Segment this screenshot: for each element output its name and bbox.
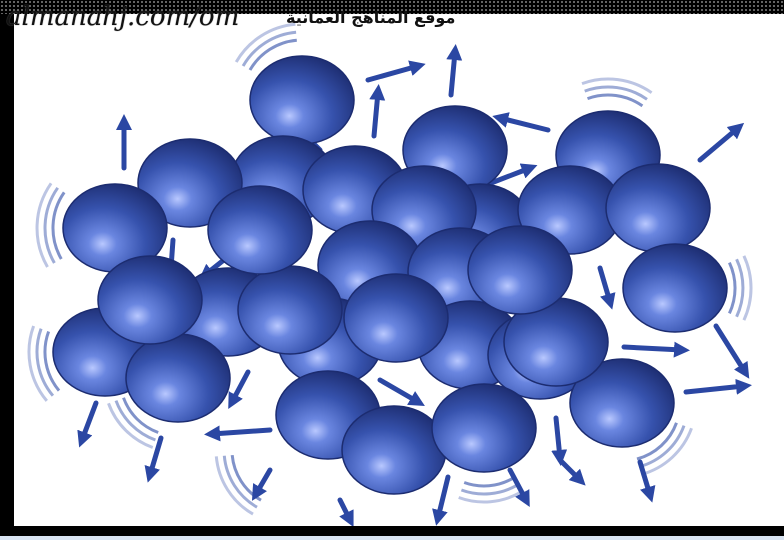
particle [468, 226, 572, 314]
watermark-site: almanahj.com/om [6, 2, 239, 32]
motion-arrow [716, 326, 745, 372]
motion-arrow [150, 438, 161, 475]
motion-arrow [556, 418, 560, 458]
motion-arrow [640, 462, 650, 495]
motion-arrow [500, 118, 548, 130]
vibration-arc [744, 256, 751, 320]
motion-arrow [368, 66, 418, 80]
motion-arrow [686, 386, 744, 392]
watermark-arabic: موقع المناهج العمانية [286, 8, 455, 27]
motion-arrow [340, 500, 350, 520]
particle [344, 274, 448, 362]
particle [98, 256, 202, 344]
motion-arrow [374, 92, 378, 136]
motion-arrow [380, 380, 418, 402]
vibration-arc [737, 259, 743, 316]
motion-arrow [451, 52, 455, 95]
motion-arrow [212, 430, 270, 434]
particle [238, 266, 342, 354]
bottom-stripe [0, 536, 784, 540]
particle [432, 384, 536, 472]
vibration-arc [464, 478, 513, 486]
motion-arrow [438, 477, 448, 518]
particle [250, 56, 354, 144]
motion-arrow [560, 460, 580, 480]
bottom-border [0, 526, 784, 540]
vibration-arc [729, 263, 735, 314]
particle [606, 164, 710, 252]
motion-arrow [600, 268, 610, 302]
particles [53, 56, 727, 494]
motion-arrow [256, 470, 270, 494]
particle [623, 244, 727, 332]
vibration-arc [588, 95, 643, 106]
motion-arrow [82, 403, 96, 440]
vibration-arc [582, 79, 652, 93]
particle [208, 186, 312, 274]
particle [342, 406, 446, 494]
motion-arrow [624, 347, 682, 350]
motion-arrow [700, 128, 738, 160]
motion-arrow [232, 372, 248, 402]
vibration-arc [45, 188, 58, 263]
particle [126, 334, 230, 422]
